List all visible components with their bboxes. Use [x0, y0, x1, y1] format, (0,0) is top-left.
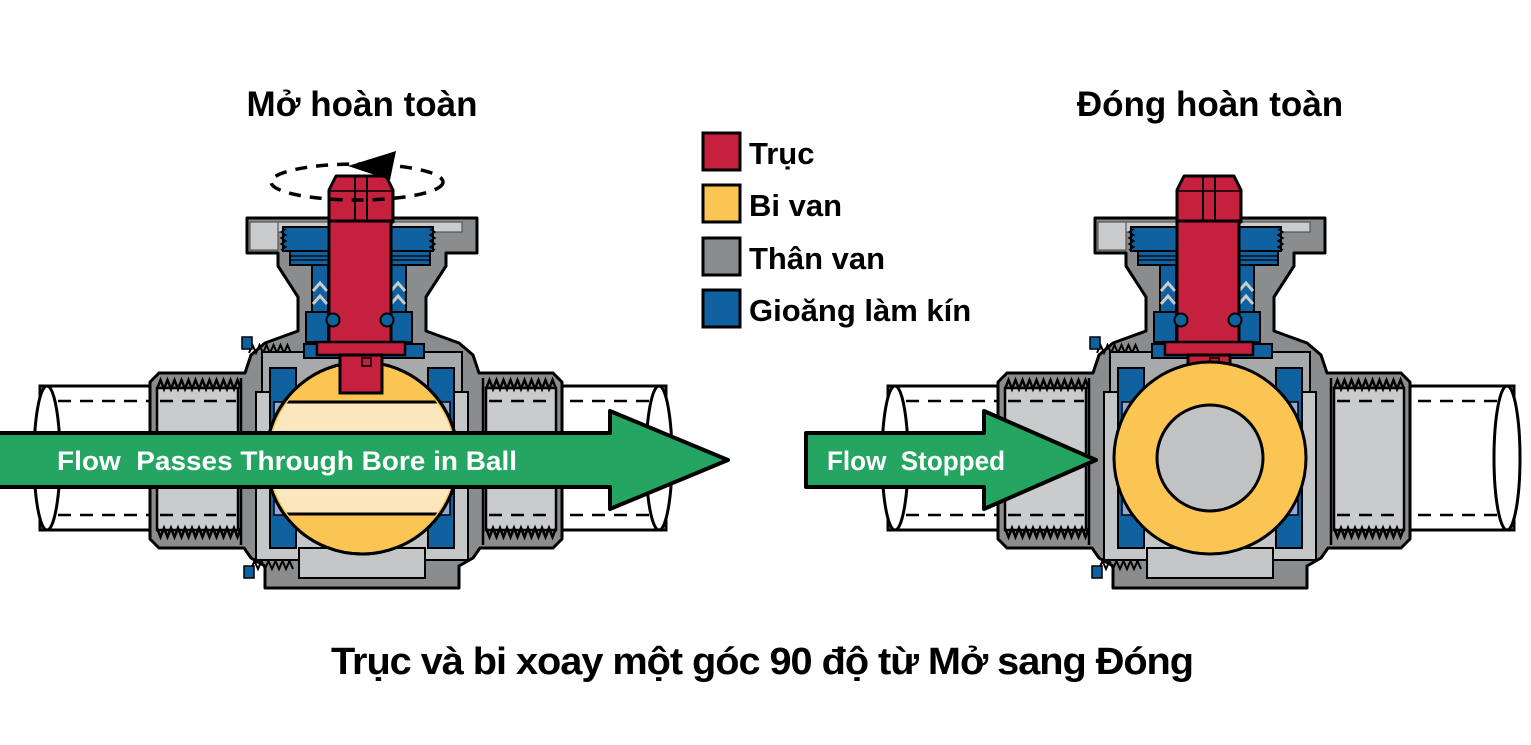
- flow-arrow-left: Flow Passes Through Bore in Ball: [0, 409, 730, 511]
- rotation-arrow-icon: [269, 151, 445, 202]
- legend-swatch-stem: [701, 131, 742, 172]
- legend-label-stem: Trục: [749, 136, 814, 171]
- legend: Trục Bi van Thân van Gioăng làm kín: [701, 131, 971, 329]
- legend-swatch-body: [701, 236, 742, 277]
- legend-label-body: Thân van: [749, 241, 885, 276]
- flow-arrow-right: Flow Stopped: [804, 409, 1098, 511]
- ball-bore-facing: [1155, 403, 1265, 513]
- legend-label-ball: Bi van: [749, 188, 842, 223]
- flow-arrow-shape: [804, 409, 1098, 511]
- title-open: Mở hoàn toàn: [247, 85, 478, 124]
- flow-arrow-left-label: Flow Passes Through Bore in Ball: [57, 446, 517, 476]
- rotation-arrowhead: [348, 151, 396, 180]
- legend-swatch-seal: [701, 288, 742, 329]
- flow-arrow-right-label: Flow Stopped: [827, 446, 1005, 476]
- legend-swatch-ball: [701, 183, 742, 224]
- flow-arrow-shape: [0, 409, 730, 511]
- legend-label-seal: Gioăng làm kín: [749, 293, 971, 328]
- title-closed: Đóng hoàn toàn: [1077, 85, 1343, 124]
- caption: Trục và bi xoay một góc 90 độ từ Mở sang…: [331, 641, 1193, 683]
- rotation-dashed-ellipse: [269, 162, 445, 202]
- ball-closed: [1112, 360, 1308, 556]
